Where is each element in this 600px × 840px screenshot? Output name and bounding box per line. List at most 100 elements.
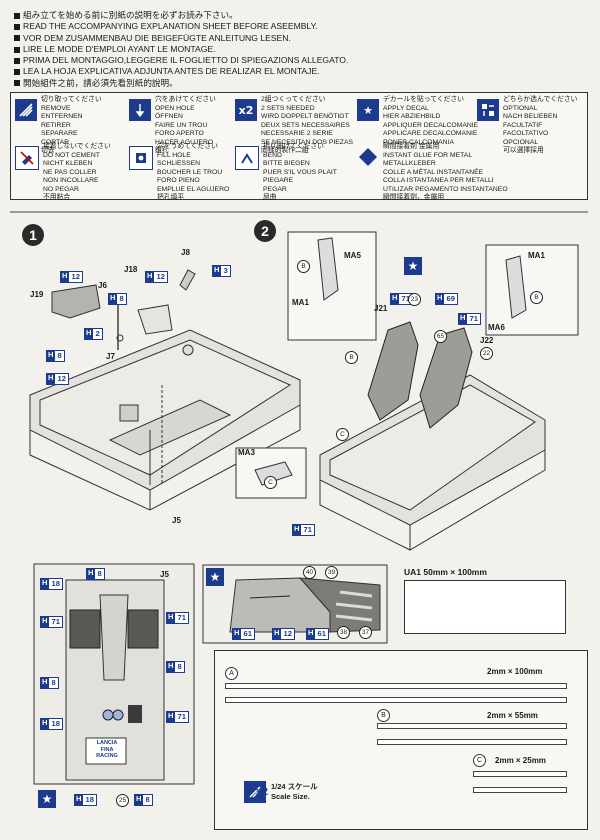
x2-marker: x2: [255, 786, 268, 798]
part-label: J22: [480, 336, 494, 345]
intro-line: LIRE LE MODE D'EMPLOI AYANT LE MONTAGE.: [14, 44, 584, 55]
step-2-number: 2: [254, 220, 276, 242]
intro-block: 組み立てを始める前に別紙の説明を必ずお読み下さい。 READ THE ACCOM…: [14, 10, 584, 89]
option-letter: C: [336, 428, 349, 441]
tape-size-c: 2mm × 25mm: [495, 756, 546, 765]
tape-strip-c: [473, 787, 567, 793]
step-1-number: 1: [22, 224, 44, 246]
decal-number: 23: [408, 293, 421, 306]
no-cement-icon: [15, 146, 39, 170]
cut-icon: [15, 99, 37, 121]
intro-line: LEA LA HOJA EXPLICATIVA ADJUNTA ANTES DE…: [14, 66, 584, 77]
part-label: MA5: [344, 251, 361, 260]
intro-line: 組み立てを始める前に別紙の説明を必ずお読み下さい。: [14, 10, 584, 21]
fill-hole-icon: [129, 146, 153, 170]
instant-glue-icon: [357, 146, 379, 168]
drill-icon: [129, 99, 151, 121]
bend-icon: [235, 146, 259, 170]
tape-strip-c: [473, 771, 567, 777]
ua1-sheet: [404, 580, 566, 634]
decal-number: 38: [337, 626, 350, 639]
ua1-label: UA1 50mm × 100mm: [404, 567, 487, 577]
decal-number: 25: [116, 794, 129, 807]
decal-number: 22: [480, 347, 493, 360]
tape-strip-a: [225, 697, 567, 703]
option-letter: B: [297, 260, 310, 273]
tape-strip-b: [377, 723, 567, 729]
tape-letter-a: A: [225, 667, 238, 680]
part-label: MA3: [238, 448, 255, 457]
tape-strip-b: [377, 739, 567, 745]
part-label: J5: [160, 570, 169, 579]
decal-number: 40: [303, 566, 316, 579]
intro-line: PRIMA DEL MONTAGGIO,LEGGERE IL FOGLIETTO…: [14, 55, 584, 66]
step1-floor-pan: [29, 329, 301, 511]
decal-star-icon: ★: [38, 790, 56, 808]
part-label: J7: [106, 352, 115, 361]
x2-icon: x2: [235, 99, 257, 121]
decal-star-icon: ★: [404, 257, 422, 275]
intro-line: READ THE ACCOMPANYING EXPLANATION SHEET …: [14, 21, 584, 32]
option-letter: C: [264, 476, 277, 489]
part-label: J19: [30, 290, 44, 299]
part-label: J5: [172, 516, 181, 525]
part-label: J18: [124, 265, 138, 274]
step2-floor-pan: [319, 374, 546, 551]
part-label: J8: [181, 248, 190, 257]
tape-letter-c: C: [473, 754, 486, 767]
option-letter: B: [345, 351, 358, 364]
tape-size-b: 2mm × 55mm: [487, 711, 538, 720]
decal-number: 37: [359, 626, 372, 639]
tape-size-a: 2mm × 100mm: [487, 667, 543, 676]
optional-icon: [477, 99, 499, 121]
tape-strip-a: [225, 683, 567, 689]
intro-line: VOR DEM ZUSAMMENBAU DIE BEIGEFÜGTE ANLEI…: [14, 33, 584, 44]
part-label: MA1: [528, 251, 545, 260]
cut-icon: [244, 781, 266, 803]
decal-star-icon: ★: [206, 568, 224, 586]
tape-strips: A 2mm × 100mm B 2mm × 55mm C 2mm × 25mm: [214, 650, 588, 830]
intro-line: 開始組件之前，請必須先看別紙的說明。: [14, 78, 584, 89]
part-label: MA1: [292, 298, 309, 307]
tape-letter-b: B: [377, 709, 390, 722]
star-icon: ★: [357, 99, 379, 121]
part-label: J6: [98, 281, 107, 290]
option-letter: B: [530, 291, 543, 304]
part-label: J21: [374, 304, 388, 313]
